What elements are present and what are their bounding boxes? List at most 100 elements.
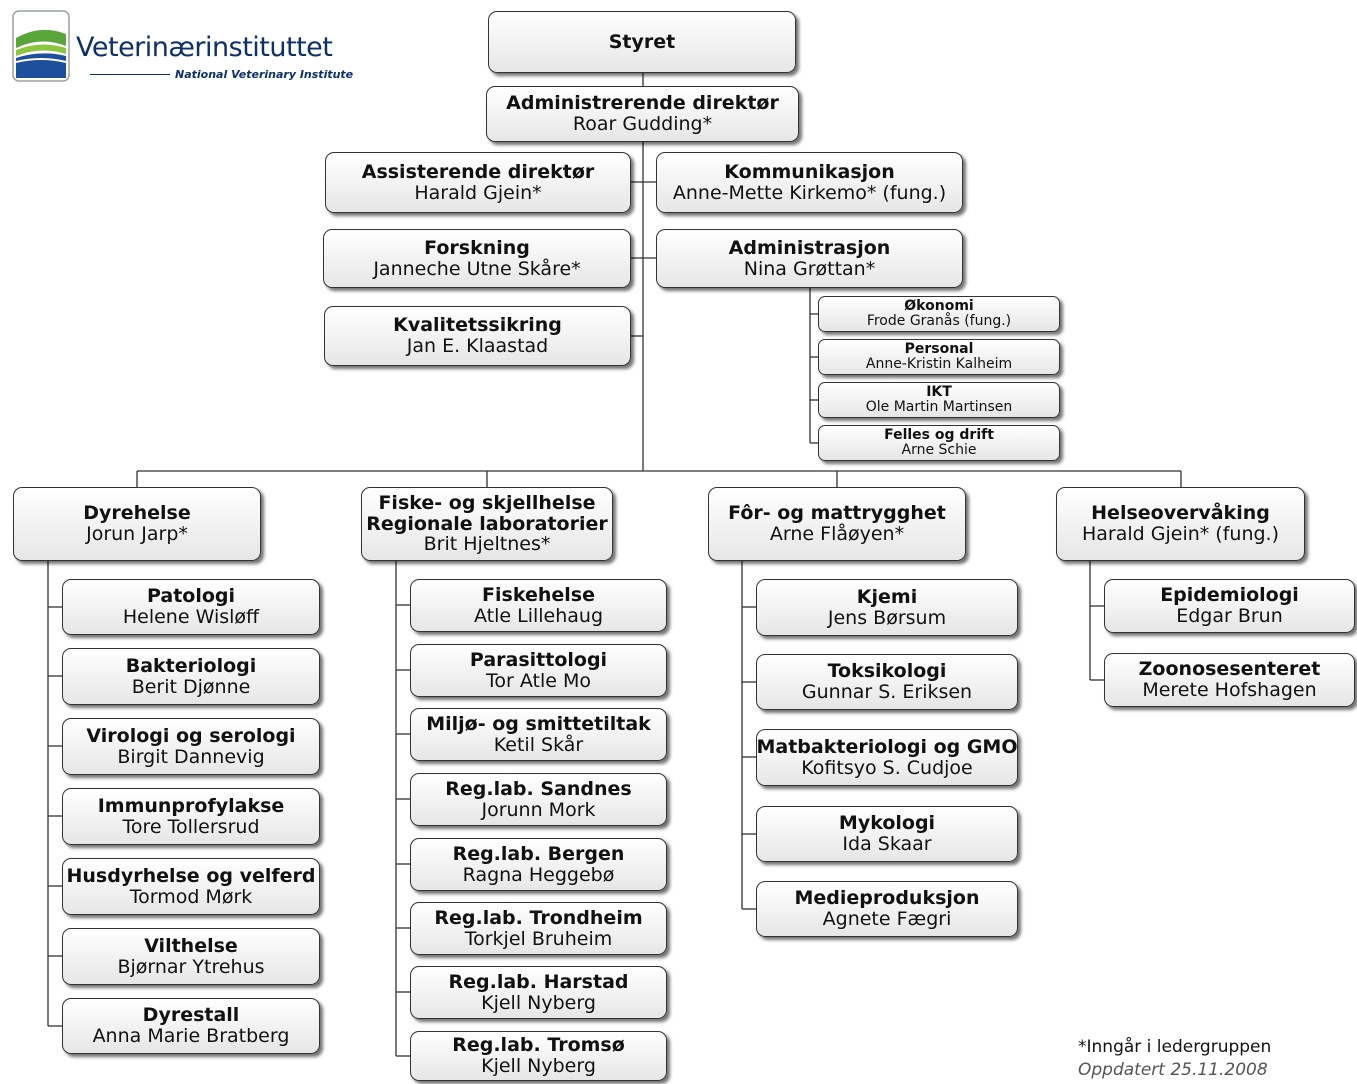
box-name: Kjell Nyberg: [481, 1055, 596, 1077]
box-name: Anne-Kristin Kalheim: [865, 356, 1013, 372]
box-name: Ketil Skår: [493, 733, 584, 756]
quality-assurance-box: Kvalitetssikring Jan E. Klaastad: [324, 306, 631, 366]
box-name: Harald Gjein* (fung.): [1081, 523, 1279, 545]
box-title: Toksikologi: [827, 660, 947, 683]
communication-box: Kommunikasjon Anne-Mette Kirkemo* (fung.…: [656, 152, 963, 213]
box-title: Fiske- og skjellhelse: [378, 492, 596, 515]
box-title: Miljø- og smittetiltak: [426, 712, 651, 735]
box-name: Jorunn Mork: [481, 798, 596, 821]
box-title: Bakteriologi: [125, 654, 257, 677]
box-name: Harald Gjein*: [414, 181, 542, 204]
logo-rule: [90, 74, 170, 75]
box-title: Husdyrhelse og velferd: [66, 864, 316, 887]
box-name: Jan E. Klaastad: [406, 335, 549, 357]
box-title: Patologi: [146, 585, 236, 608]
box-title: Styret: [608, 30, 676, 53]
box-title: Fiskehelse: [482, 583, 595, 606]
assistant-director-box: Assisterende direktør Harald Gjein*: [325, 152, 631, 213]
updated-date: Oppdatert 25.11.2008: [1078, 1060, 1268, 1080]
box-name: Janneche Utne Skåre*: [373, 257, 581, 280]
box-title: Reg.lab. Trondheim: [434, 906, 643, 929]
box-title: Økonomi: [904, 298, 974, 315]
box-name: Ida Skaar: [842, 833, 932, 855]
box-title: Medieproduksjon: [794, 887, 980, 910]
box-title: Reg.lab. Bergen: [452, 842, 625, 865]
logo-name: Veterinærinstituttet: [76, 32, 333, 63]
box-title: Dyrestall: [142, 1004, 240, 1027]
box-name: Ole Martin Martinsen: [865, 399, 1013, 415]
box-name: Arne Flåøyen*: [769, 523, 905, 545]
box-name: Anna Marie Bratberg: [92, 1025, 290, 1047]
box-name: Jens Børsum: [827, 606, 947, 629]
box-title: Virologi og serologi: [86, 724, 296, 747]
admin-unit-common-operations: Felles og drift Arne Schie: [818, 425, 1060, 461]
director-box: Administrerende direktør Roar Gudding*: [486, 86, 799, 142]
box-title: IKT: [926, 384, 952, 401]
box-name: Kofitsyo S. Cudjoe: [801, 756, 973, 779]
box-name: Tor Atle Mo: [486, 669, 591, 692]
box-title: Felles og drift: [884, 427, 994, 444]
box-name: Brit Hjeltnes*: [423, 533, 551, 556]
box-title: Immunprofylakse: [97, 794, 285, 817]
box-title: Reg.lab. Sandnes: [445, 777, 632, 800]
box-name: Agnete Fægri: [822, 908, 952, 930]
division-animal-health: Dyrehelse Jorun Jarp*: [13, 487, 261, 561]
box-name: Arne Schie: [901, 442, 977, 458]
box-title: Helseovervåking: [1091, 502, 1270, 525]
box-name: Torkjel Bruheim: [464, 927, 613, 950]
box-title: Parasittologi: [469, 648, 608, 671]
division-fish-shellfish-health: Fiske- og skjellhelse Regionale laborato…: [361, 487, 613, 561]
box-title-line2: Regionale laboratorier: [366, 512, 608, 535]
box-name: Gunnar S. Eriksen: [801, 681, 973, 703]
box-name: Atle Lillehaug: [473, 604, 604, 627]
box-title: Kommunikasjon: [724, 160, 895, 183]
box-name: Merete Hofshagen: [1142, 679, 1317, 701]
box-title: Reg.lab. Harstad: [448, 970, 629, 993]
logo: Veterinærinstituttet National Veterinary…: [12, 10, 353, 85]
box-name: Berit Djønne: [131, 675, 251, 698]
box-title: Reg.lab. Tromsø: [452, 1034, 625, 1057]
box-title: Assisterende direktør: [361, 160, 595, 183]
box-title: Matbakteriologi og GMO: [756, 735, 1018, 758]
box-name: Bjørnar Ytrehus: [117, 955, 265, 978]
box-name: Frode Granås (fung.): [866, 313, 1012, 329]
box-title: Kjemi: [856, 585, 918, 608]
box-title: Kvalitetssikring: [393, 314, 562, 337]
leader-group-footnote: *Inngår i ledergruppen: [1078, 1037, 1272, 1057]
box-title: Dyrehelse: [83, 502, 191, 525]
box-title: Administrasjon: [728, 236, 891, 259]
box-title: Epidemiologi: [1160, 584, 1299, 607]
box-name: Nina Grøttan*: [743, 257, 876, 280]
administration-box: Administrasjon Nina Grøttan*: [656, 229, 963, 288]
box-name: Helene Wisløff: [122, 606, 260, 628]
box-name: Jorun Jarp*: [86, 523, 188, 545]
box-title: Vilthelse: [144, 934, 238, 957]
box-title: Mykologi: [838, 812, 936, 835]
admin-unit-economy: Økonomi Frode Granås (fung.): [818, 296, 1060, 332]
admin-unit-personnel: Personal Anne-Kristin Kalheim: [818, 339, 1060, 375]
division-health-surveillance: Helseovervåking Harald Gjein* (fung.): [1056, 487, 1305, 561]
box-title: Administrerende direktør: [506, 92, 779, 115]
box-title: Personal: [904, 341, 974, 358]
